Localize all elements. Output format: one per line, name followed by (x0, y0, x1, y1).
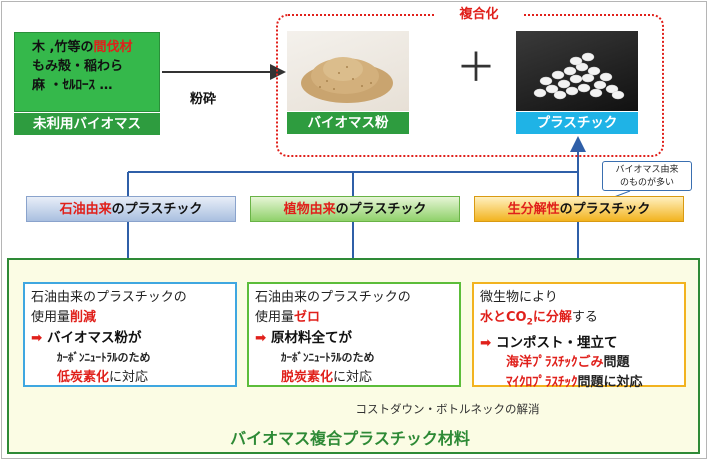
callout-line-1: バイオマス由来 (615, 165, 679, 175)
source-line-2: もみ殻・稲わら (32, 59, 124, 74)
plant-description: 石油由来のプラスチックの 使用量ゼロ ➡ 原材料全てが ｶｰﾎﾞﾝﾆｭｰﾄﾗﾙの… (247, 282, 461, 387)
plastic-pellets-image (516, 31, 638, 111)
petroleum-plastic-category: 石油由来のプラスチック (26, 196, 236, 222)
marine-plastic-text: 海洋ﾌﾟﾗｽﾁｯｸごみ (506, 354, 604, 370)
callout-line-2: のものが多い (619, 178, 674, 188)
microplastic-text: ﾏｲｸﾛﾌﾟﾗｽﾁｯｸ (506, 374, 578, 390)
decarbonization-text: 脱炭素化 (281, 370, 334, 385)
pellets-icon (533, 52, 625, 100)
merit-note: コストダウン・ボトルネックの解消 (330, 401, 565, 416)
right-arrow-icon: ➡ (255, 330, 267, 346)
composite-material-title: バイオマス複合プラスチック材料 (230, 429, 470, 448)
petroleum-origin-text: 石油由来 (59, 202, 112, 217)
petroleum-description: 石油由来のプラスチックの 使用量削減 ➡ バイオマス粉が ｶｰﾎﾞﾝﾆｭｰﾄﾗﾙ… (23, 282, 237, 387)
plastic-label: プラスチック (516, 112, 638, 134)
unused-biomass-label: 未利用バイオマス (14, 113, 160, 135)
composite-title: 複合化 (436, 5, 522, 25)
biomass-origin-callout: バイオマス由来 のものが多い (602, 161, 692, 191)
biomass-powder-label: バイオマス粉 (287, 112, 409, 134)
biodegradable-text: 生分解性 (507, 202, 560, 217)
biodegradable-plastic-category: 生分解性のプラスチック (474, 196, 684, 222)
plus-sign: ＋ (456, 45, 496, 91)
reduction-text: 削減 (70, 310, 97, 325)
right-arrow-icon: ➡ (31, 330, 43, 346)
pulverize-label: 粉砕 (190, 92, 217, 107)
thinned-wood-text: 間伐材 (93, 40, 133, 55)
unused-biomass-box: 木 ,竹等の間伐材 もみ殻・稲わら 麻 ・ｾﾙﾛｰｽ … (14, 32, 160, 112)
biomass-powder-image (287, 31, 409, 111)
source-line-3: 麻 ・ｾﾙﾛｰｽ … (32, 78, 113, 93)
source-line-1: 木 ,竹等の間伐材 (32, 40, 133, 55)
water-co2-text: 水とCO (480, 310, 527, 325)
biodegradable-description: 微生物により 水とCO2に分解する ➡ コンポスト・埋立て 海洋ﾌﾟﾗｽﾁｯｸご… (472, 282, 686, 390)
plant-origin-text: 植物由来 (283, 202, 336, 217)
right-arrow-icon: ➡ (480, 334, 492, 351)
zero-text: ゼロ (294, 310, 321, 325)
powder-pile-icon (301, 57, 393, 103)
plant-plastic-category: 植物由来のプラスチック (250, 196, 460, 222)
low-carbon-text: 低炭素化 (57, 370, 110, 385)
